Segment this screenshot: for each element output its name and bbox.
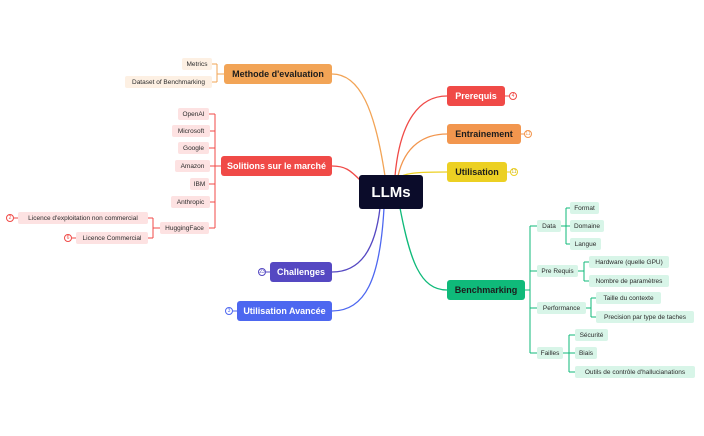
- link-avancee: [331, 207, 385, 312]
- leaf-google[interactable]: Google: [178, 142, 209, 154]
- branch-entrainement[interactable]: Entrainement: [447, 124, 521, 144]
- link-entrainement: [397, 133, 448, 177]
- badge-entrainement[interactable]: 11: [524, 130, 532, 138]
- leaf-data[interactable]: Data: [537, 220, 561, 232]
- badge-licence-commercial[interactable]: 6: [64, 234, 72, 242]
- branch-utilisation[interactable]: Utilisation: [447, 162, 507, 182]
- link-methode: [331, 73, 386, 177]
- branch-benchmarking[interactable]: Benchmarking: [447, 280, 525, 300]
- leaf-amazon[interactable]: Amazon: [175, 160, 210, 172]
- leaf-failles[interactable]: Failles: [537, 347, 563, 359]
- branch-challenges[interactable]: Challenges: [270, 262, 332, 282]
- badge-challenges[interactable]: 23: [258, 268, 266, 276]
- link-solutions: [331, 165, 361, 181]
- leaf-outils-hallucinations[interactable]: Outils de contrôle d'hallucianations: [575, 366, 695, 378]
- leaf-langue[interactable]: Langue: [570, 238, 601, 250]
- leaf-taille-contexte[interactable]: Taille du contexte: [596, 292, 661, 304]
- badge-prerequis[interactable]: 4: [509, 92, 517, 100]
- leaf-precision-type-taches[interactable]: Precision par type de taches: [596, 311, 694, 323]
- branch-prerequis[interactable]: Prerequis: [447, 86, 505, 106]
- leaf-domaine[interactable]: Domaine: [570, 220, 604, 232]
- leaf-dataset-benchmarking[interactable]: Dataset of Benchmarking: [125, 76, 212, 88]
- root-node[interactable]: LLMs: [359, 175, 423, 209]
- leaf-format[interactable]: Format: [570, 202, 599, 214]
- link-challenges: [331, 207, 381, 273]
- badge-utilisation[interactable]: 11: [510, 168, 518, 176]
- branch-methode-evaluation[interactable]: Methode d'evaluation: [224, 64, 332, 84]
- leaf-openai[interactable]: OpenAI: [178, 108, 209, 120]
- leaf-biais[interactable]: Biais: [575, 347, 597, 359]
- link-prerequis: [394, 95, 448, 177]
- leaf-securite[interactable]: Sécurité: [575, 329, 608, 341]
- badge-utilisation-avancee[interactable]: 3: [225, 307, 233, 315]
- leaf-licence-non-commercial[interactable]: Licence d'exploitation non commercial: [18, 212, 148, 224]
- branch-utilisation-avancee[interactable]: Utilisation Avancée: [237, 301, 332, 321]
- leaf-nombre-parametres[interactable]: Nombre de paramètres: [589, 275, 669, 287]
- leaf-performance[interactable]: Performance: [537, 302, 586, 314]
- leaf-microsoft[interactable]: Microsoft: [172, 125, 210, 137]
- branch-solutions-marche[interactable]: Solitions sur le marché: [221, 156, 332, 176]
- badge-licence-non-commercial[interactable]: 2: [6, 214, 14, 222]
- leaf-hardware-gpu[interactable]: Hardware (quelle GPU): [589, 256, 669, 268]
- leaf-huggingface[interactable]: HuggingFace: [160, 222, 209, 234]
- leaf-anthropic[interactable]: Anthropic: [171, 196, 210, 208]
- link-benchmarking: [399, 207, 448, 291]
- leaf-licence-commercial[interactable]: Licence Commercial: [76, 232, 148, 244]
- leaf-pre-requis[interactable]: Pre Requis: [537, 265, 578, 277]
- leaf-ibm[interactable]: IBM: [190, 178, 209, 190]
- leaf-metrics[interactable]: Metrics: [182, 58, 212, 70]
